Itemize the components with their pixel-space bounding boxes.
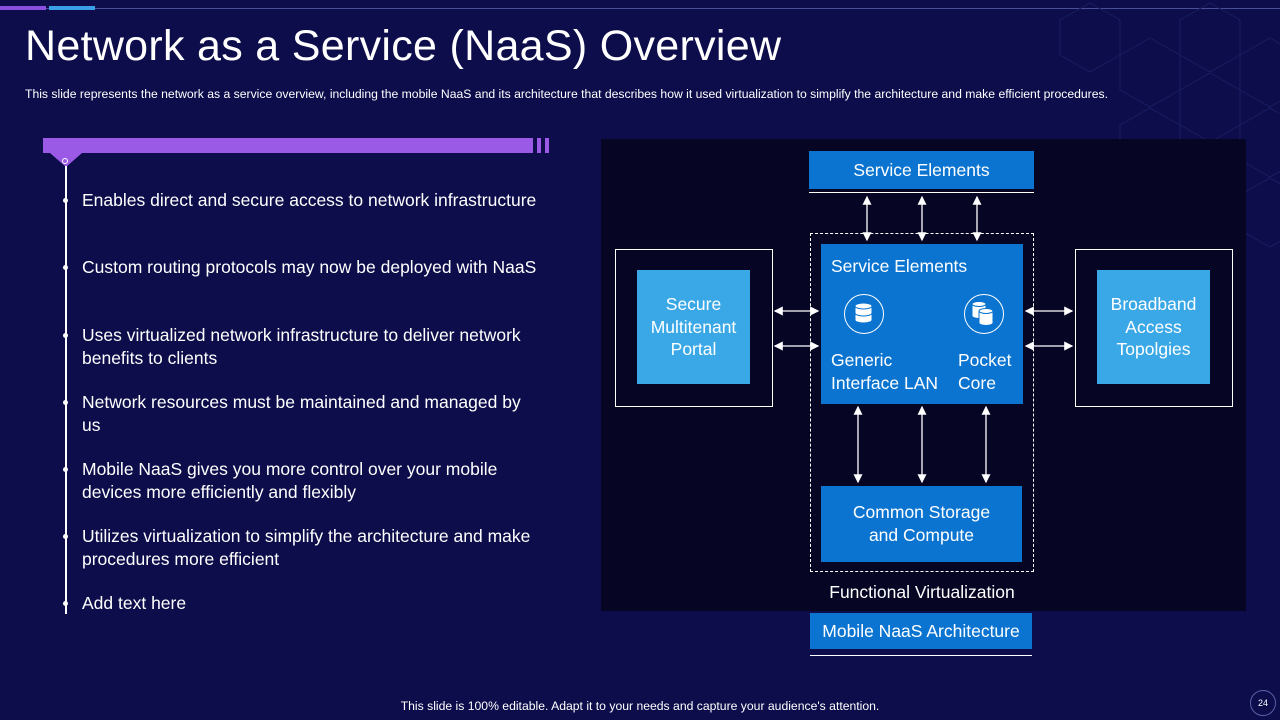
bullet-item: Network resources must be maintained and… [82,392,521,435]
common-storage-label: Common Storage and Compute [852,502,991,545]
purple-bar-tick [537,138,541,153]
top-accent-purple [0,6,46,10]
service-elements-top-label: Service Elements [853,159,990,180]
bullet-dot [63,534,68,539]
secure-portal-label: Secure Multitenant Portal [650,294,737,360]
purple-bar-tick [545,138,549,153]
bullet-item: Add text here [82,593,187,613]
broadband-label: Broadband Access Topolgies [1110,294,1197,360]
broadband-box: Broadband Access Topolgies [1097,270,1210,384]
broadband-outline [1075,249,1233,407]
bullet-dot [63,467,68,472]
top-divider-line [0,8,1280,9]
bullet-item: Utilizes virtualization to simplify the … [82,526,531,569]
bullet-dot [63,265,68,270]
mobile-naas-architecture-label: Mobile NaaS Architecture [822,620,1020,641]
slide-subtitle: This slide represents the network as a s… [25,87,1108,101]
bullet-item: Enables direct and secure access to netw… [82,190,537,210]
mobile-naas-underline [810,655,1032,656]
bullet-dot [63,198,68,203]
mobile-naas-architecture-box: Mobile NaaS Architecture [810,613,1032,649]
footer-note: This slide is 100% editable. Adapt it to… [400,699,880,713]
timeline-start-ring [62,158,68,164]
purple-header-bar [43,138,533,153]
pocket-core-label: Pocket Core [958,350,1012,393]
timeline-vertical-line [65,166,67,614]
top-accent-blue [49,6,95,10]
bullet-dot [63,400,68,405]
generic-interface-lan-label: Generic Interface LAN [831,350,938,393]
secure-portal-outline [615,249,773,407]
bullet-dot [63,333,68,338]
service-elements-underline [809,192,1034,193]
slide-title: Network as a Service (NaaS) Overview [25,22,782,70]
bullet-item: Mobile NaaS gives you more control over … [82,459,498,502]
service-elements-top-box: Service Elements [809,151,1034,189]
bullet-item: Uses virtualized network infrastructure … [82,325,521,368]
bullet-dot [63,601,68,606]
common-storage-box: Common Storage and Compute [821,486,1022,562]
page-number-badge: 24 [1250,690,1276,716]
service-elements-inner-label: Service Elements [831,256,968,276]
secure-portal-box: Secure Multitenant Portal [637,270,750,384]
bullet-item: Custom routing protocols may now be depl… [82,257,537,277]
database-icon [844,294,884,334]
database-icon [964,294,1004,334]
functional-virtualization-label: Functional Virtualization [829,582,1015,602]
